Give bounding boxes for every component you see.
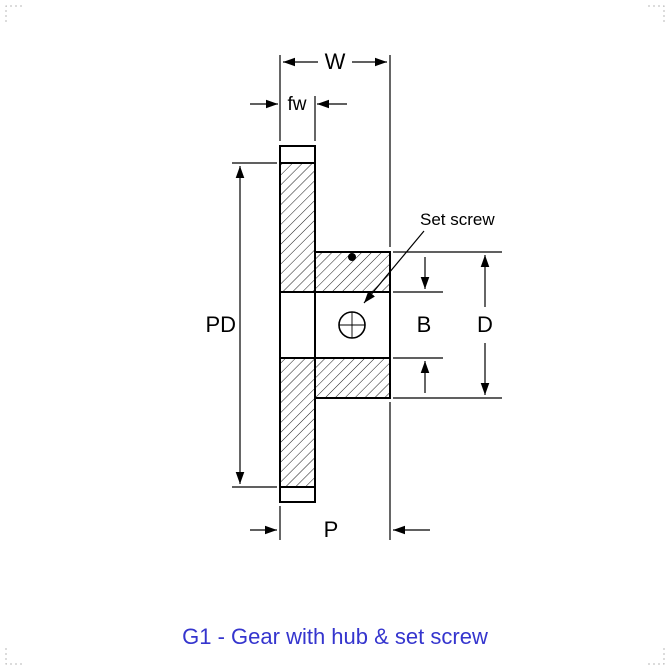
set-screw-label: Set screw xyxy=(420,210,495,229)
dim-label-p: P xyxy=(324,517,339,542)
caption: G1 - Gear with hub & set screw xyxy=(182,624,488,649)
extension-lines xyxy=(232,55,502,540)
set-screw-leader-line xyxy=(363,230,425,304)
dim-label-b: B xyxy=(417,312,432,337)
dim-label-w: W xyxy=(325,49,346,74)
dimension-arrows xyxy=(235,57,490,535)
dim-label-pd: PD xyxy=(205,312,236,337)
dim-label-d: D xyxy=(477,312,493,337)
corner-crop-marks xyxy=(5,5,665,665)
set-screw-dot xyxy=(348,253,356,261)
set-screw-hole xyxy=(338,311,366,339)
dim-label-fw: fw xyxy=(288,94,307,115)
hatched-cross-section xyxy=(280,163,390,487)
